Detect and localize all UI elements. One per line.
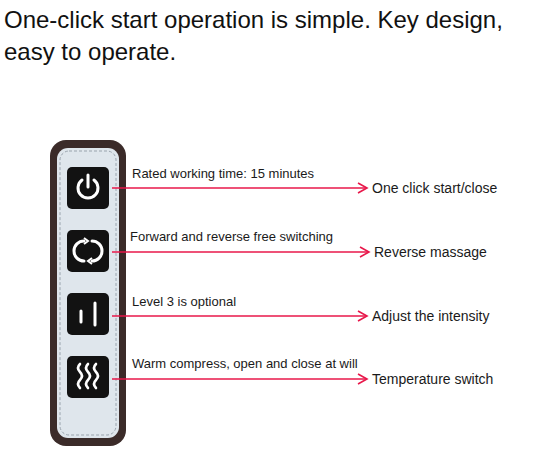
spec-note: Rated working time: 15 minutes [132, 166, 314, 182]
function-label: One click start/close [372, 179, 497, 197]
remote-housing [50, 140, 126, 446]
power-button [67, 167, 109, 209]
heat-button [67, 356, 109, 398]
spec-note: Warm compress, open and close at will [132, 356, 358, 372]
leader-arrows [112, 183, 369, 384]
remote-panel [57, 148, 119, 438]
intensity-button [67, 293, 109, 335]
reverse-button [67, 230, 109, 272]
spec-note: Level 3 is optional [132, 294, 236, 310]
spec-note: Forward and reverse free switching [130, 229, 333, 245]
panel-stitching [60, 151, 116, 435]
function-label: Reverse massage [374, 243, 487, 261]
title-heading: One-click start operation is simple. Key… [4, 4, 524, 68]
function-label: Temperature switch [372, 370, 493, 388]
function-label: Adjust the intensity [372, 307, 490, 325]
